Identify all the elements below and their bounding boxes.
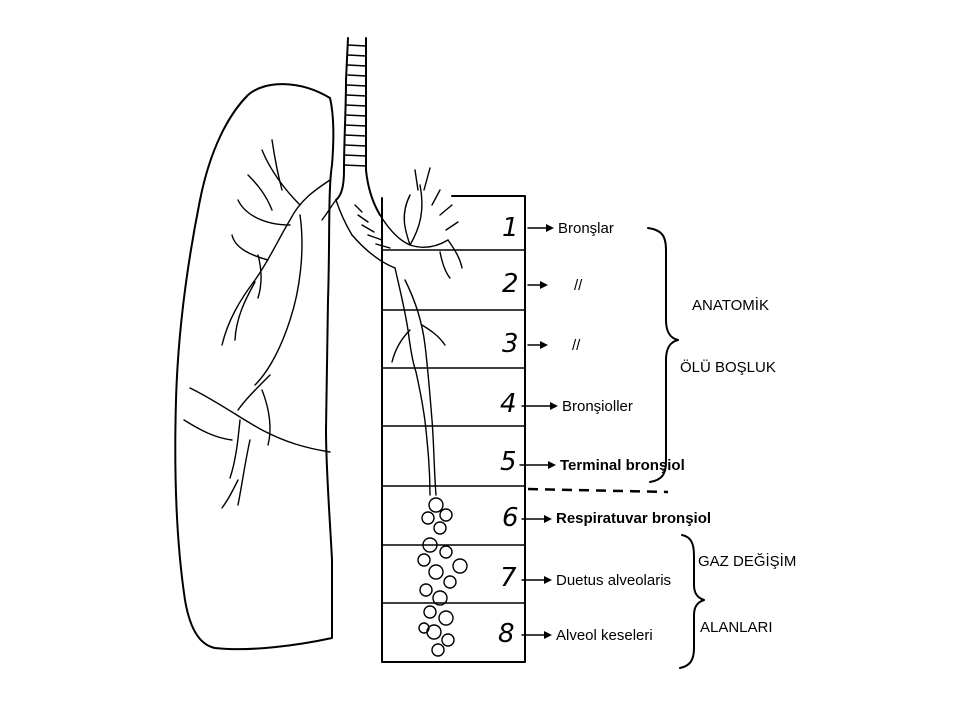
arrow-icon [550, 402, 558, 410]
row-number: 5 [500, 447, 517, 477]
row-5: 5 Terminal bronşiol [500, 447, 685, 477]
zone-table [381, 195, 526, 663]
alveolar-clusters [417, 497, 468, 657]
row-label: Bronşlar [558, 220, 614, 237]
row-number: 2 [502, 269, 519, 299]
zone-divider [527, 487, 669, 494]
row-label: Respiratuvar bronşiol [556, 510, 711, 527]
trachea [321, 37, 449, 269]
row-1: 1 Bronşlar [502, 213, 614, 243]
row-8: 8 Alveol keseleri [498, 619, 653, 649]
anatomic-deadspace-label-line2: ÖLÜ BOŞLUK [680, 358, 776, 376]
row-label: // [574, 277, 583, 294]
row-label: Bronşioller [562, 398, 633, 415]
lung-illustration [174, 83, 335, 651]
anatomic-brace [647, 227, 679, 483]
row-7: 7 Duetus alveolaris [500, 563, 671, 593]
row-3: 3 // [502, 329, 581, 359]
row-number: 7 [500, 563, 517, 593]
arrow-icon [544, 515, 552, 523]
row-label: Terminal bronşiol [560, 457, 685, 474]
arrow-icon [546, 224, 554, 232]
row-label: Alveol keseleri [556, 627, 653, 644]
row-label: // [572, 337, 581, 354]
row-number: 8 [498, 619, 515, 649]
arrow-icon [544, 576, 552, 584]
anatomic-deadspace-label-line1: ANATOMİK [692, 296, 769, 314]
row-label: Duetus alveolaris [556, 572, 671, 589]
arrow-icon [540, 281, 548, 289]
row-number: 1 [502, 213, 519, 243]
row-2: 2 // [502, 269, 583, 299]
row-number: 6 [502, 503, 519, 533]
row-4: 4 Bronşioller [500, 389, 633, 419]
gas-exchange-brace [679, 534, 705, 669]
row-number: 4 [500, 389, 517, 419]
arrow-icon [548, 461, 556, 469]
row-number: 3 [502, 329, 519, 359]
gas-exchange-label-line1: GAZ DEĞİŞİM [698, 552, 796, 570]
arrow-icon [540, 341, 548, 349]
arrow-icon [544, 631, 552, 639]
row-6: 6 Respiratuvar bronşiol [502, 503, 711, 533]
gas-exchange-label-line2: ALANLARI [700, 619, 773, 636]
